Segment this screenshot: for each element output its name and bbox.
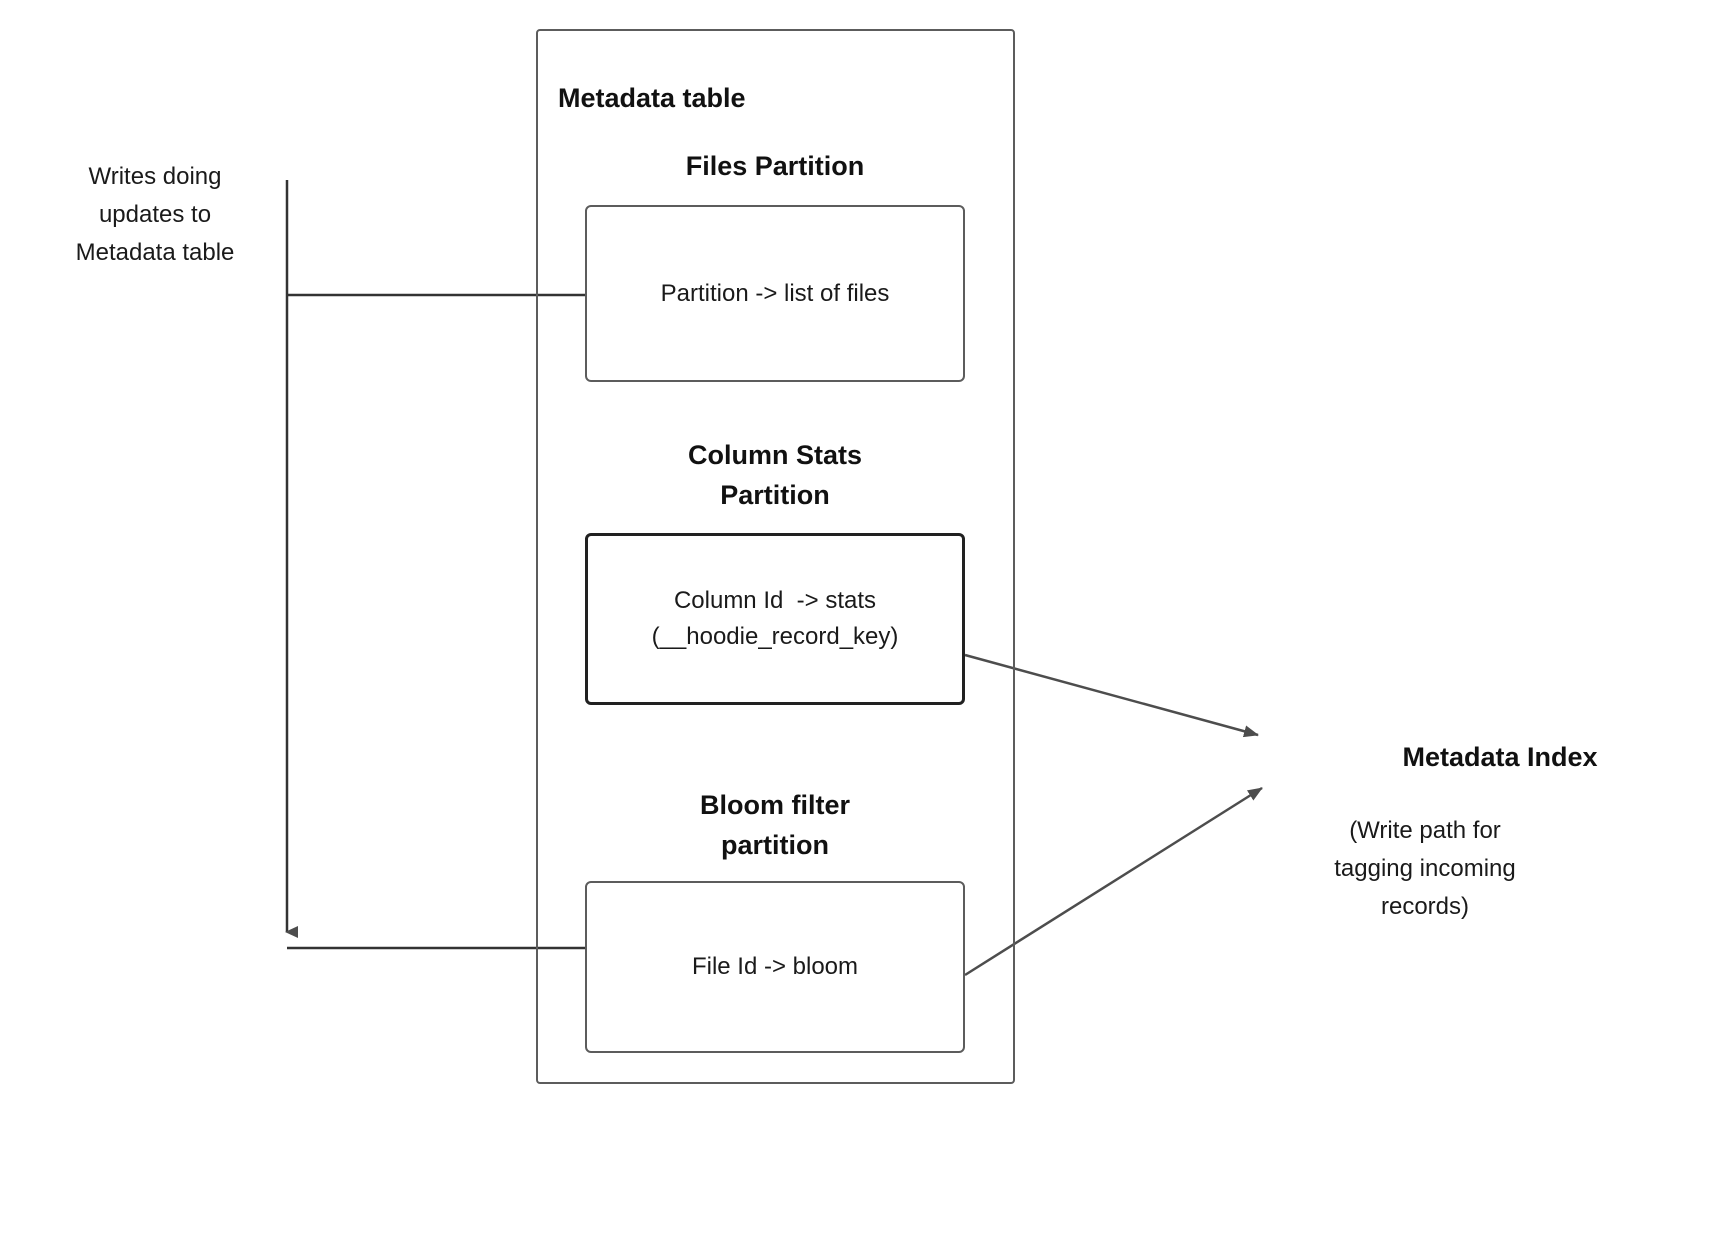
bloom-filter-heading-line-1: Bloom filter [699, 790, 850, 820]
writes-annotation-line-1: Writes doing [88, 163, 222, 190]
bloom-filter-partition-box: File Id -> bloom [585, 881, 965, 1053]
metadata-index-caption: (Write path for tagging incoming records… [1300, 812, 1550, 926]
writes-annotation-line-3: Metadata table [75, 239, 235, 266]
metadata-table-title: Metadata table [558, 83, 746, 113]
bloom-filter-partition-box-text: File Id -> bloom [691, 953, 859, 980]
column-stats-partition-heading: Column Stats Partition [585, 435, 965, 515]
writes-annotation-label: Writes doing updates to Metadata table [10, 158, 300, 272]
metadata-index-caption-line-3: records) [1380, 893, 1470, 920]
column-stats-partition-box-text: Column Id -> stats (__hoodie_record_key) [651, 587, 899, 650]
column-stats-partition-box: Column Id -> stats (__hoodie_record_key) [585, 533, 965, 705]
column-stats-heading-line-1: Column Stats [687, 440, 862, 470]
metadata-table-container [536, 29, 1015, 1084]
column-stats-heading-line-2: Partition [720, 480, 830, 510]
bloom-filter-partition-heading: Bloom filter partition [585, 785, 965, 865]
metadata-index-caption-line-2: tagging incoming [1334, 855, 1516, 882]
writes-annotation-line-2: updates to [98, 201, 212, 228]
metadata-index-caption-line-1: (Write path for [1349, 817, 1501, 844]
files-partition-box: Partition -> list of files [585, 205, 965, 382]
files-partition-box-text: Partition -> list of files [660, 279, 890, 307]
bloom-filter-heading-line-2: partition [721, 830, 829, 860]
metadata-index-title: Metadata Index [1402, 742, 1598, 772]
files-partition-heading: Files Partition [685, 151, 865, 181]
